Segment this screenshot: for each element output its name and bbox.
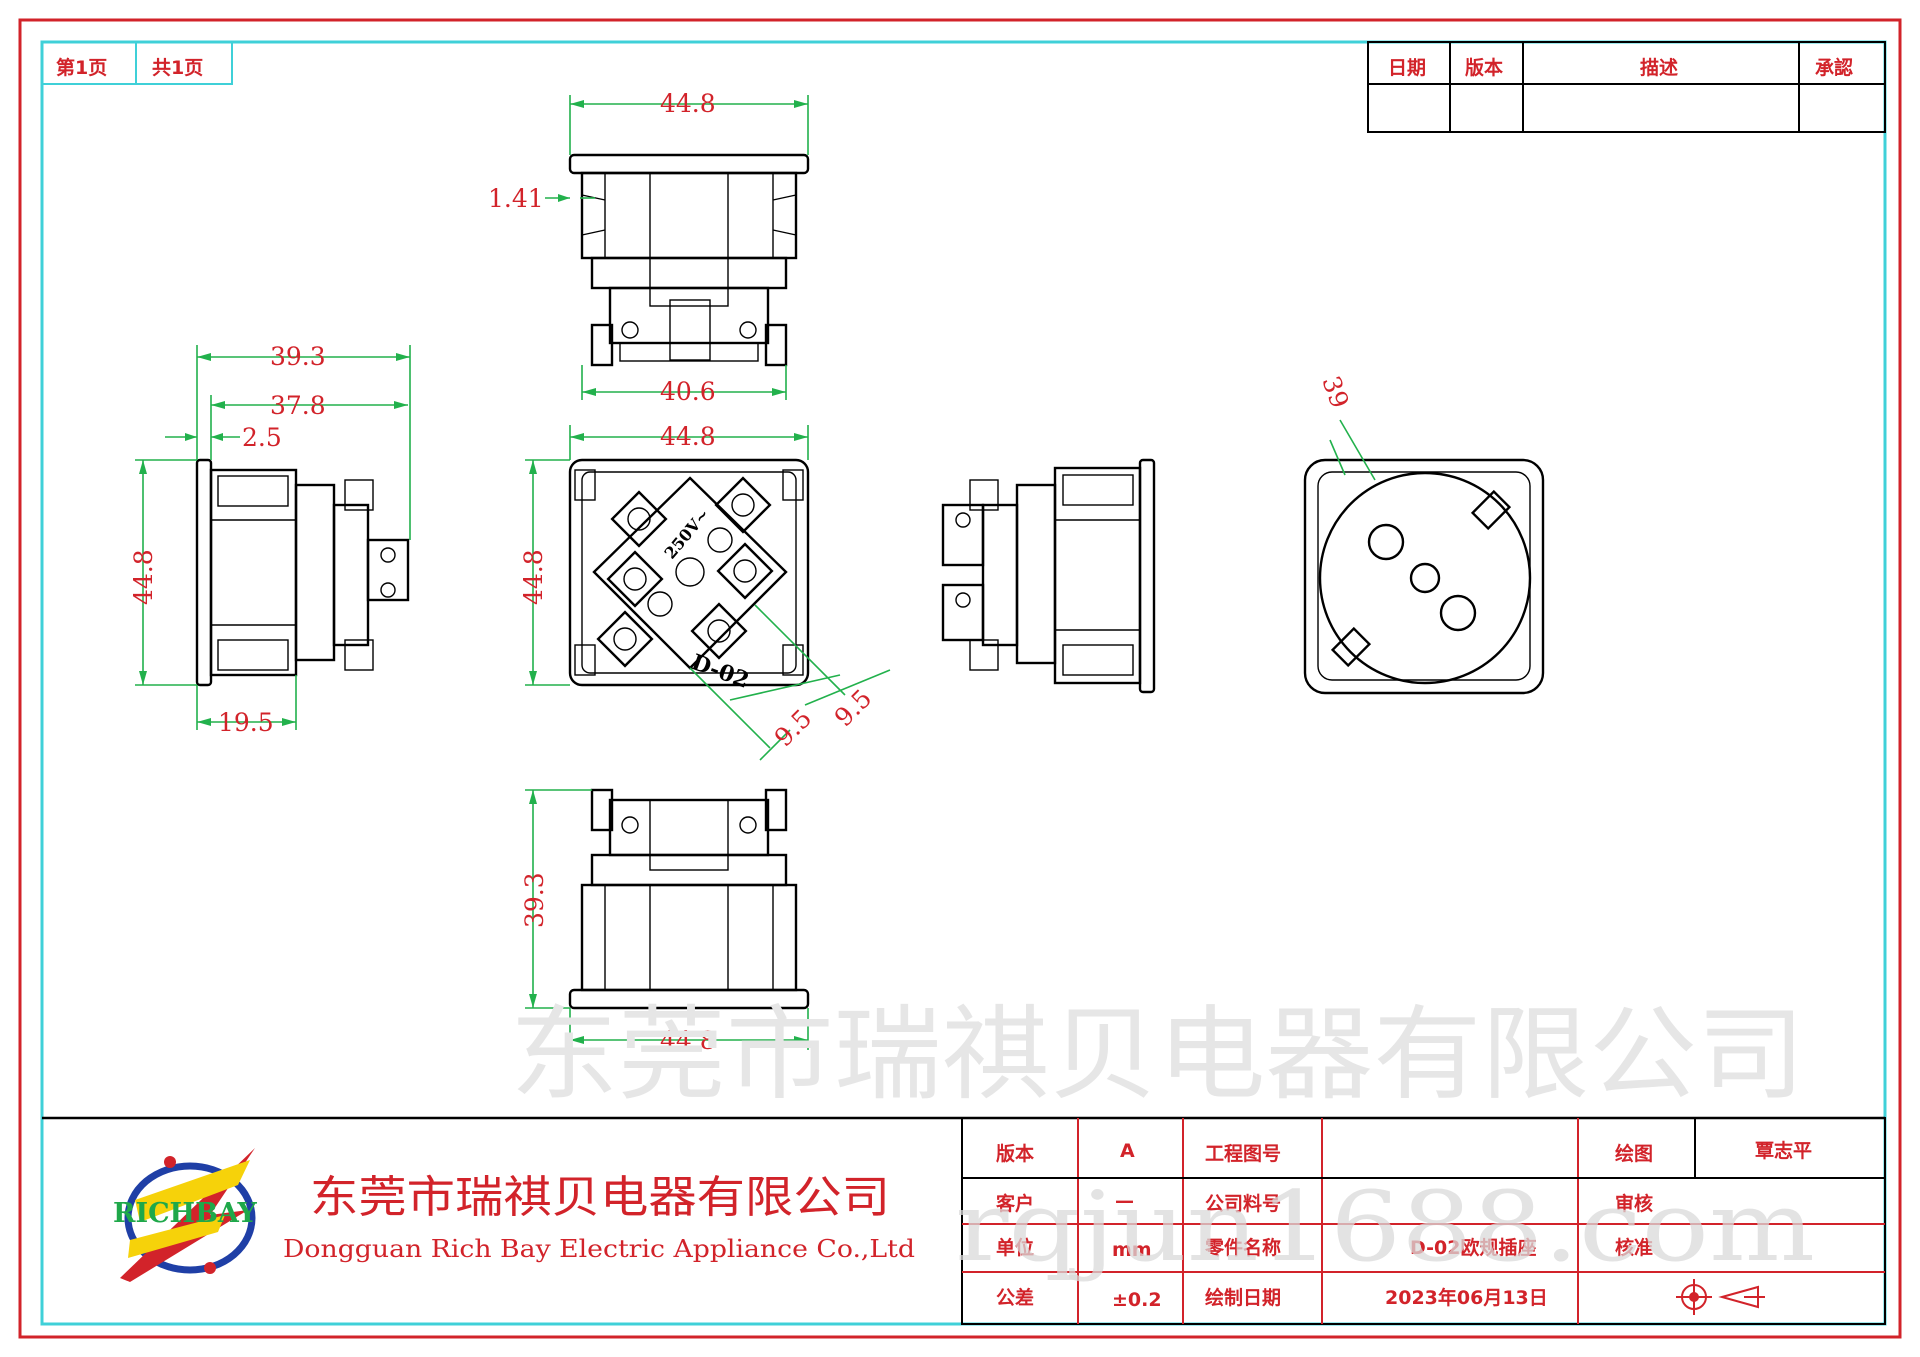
right-side-view [941, 458, 1156, 694]
tb-value-draw-date: 2023年06月13日 [1385, 1286, 1548, 1309]
dim-left-depth-total: 39.3 [270, 342, 326, 371]
tb-label-drawn: 绘图 [1615, 1142, 1653, 1165]
dim-left-flange: 2.5 [242, 423, 282, 452]
tb-value-version: A [1120, 1140, 1135, 1162]
tb-label-part-name: 零件名称 [1204, 1236, 1281, 1259]
outer-border [18, 18, 1902, 1339]
dim-back-diameter: 39 [1316, 372, 1354, 412]
rev-header-date: 日期 [1388, 57, 1426, 79]
revision-table: 日期 版本 描述 承認 [1367, 41, 1886, 133]
dim-top-width: 44.8 [660, 89, 716, 118]
part-rating-front: 250V~ [661, 505, 714, 563]
left-side-view: 39.3 37.8 2.5 44.8 19.5 [129, 342, 411, 737]
richbay-logo: RICHBAY [113, 1148, 257, 1282]
rev-header-version: 版本 [1465, 56, 1503, 79]
dim-left-depth-body: 37.8 [270, 391, 326, 420]
company-name-en: Dongguan Rich Bay Electric Appliance Co.… [283, 1235, 915, 1263]
tb-label-customer: 客户 [996, 1192, 1034, 1215]
tb-value-drawn: 覃志平 [1755, 1139, 1812, 1162]
dim-bottom-width: 44.8 [660, 1026, 716, 1055]
dim-top-flange: 1.41 [488, 184, 544, 213]
dim-left-height: 44.8 [129, 549, 158, 605]
tb-label-drawing-no: 工程图号 [1205, 1143, 1281, 1165]
tb-label-part-no: 公司料号 [1205, 1192, 1281, 1215]
dim-left-bottom: 19.5 [218, 708, 274, 737]
company-name-cn: 东莞市瑞祺贝电器有限公司 [310, 1172, 890, 1223]
page-label-box: 第1页 共1页 [41, 41, 233, 85]
rev-header-description: 描述 [1640, 56, 1678, 79]
dim-bottom-depth: 39.3 [520, 872, 549, 928]
tb-value-tolerance: ±0.2 [1112, 1289, 1162, 1311]
projection-symbol-icon [1676, 1279, 1765, 1315]
tb-value-unit: mm [1112, 1239, 1152, 1261]
rev-header-approval: 承認 [1815, 56, 1853, 79]
drawing-frame [40, 40, 1887, 1326]
dim-top-body-width: 40.6 [660, 377, 716, 406]
page-total: 共1页 [152, 57, 203, 79]
page-number: 第1页 [56, 56, 107, 79]
watermark-website: rqjun1688.com [955, 1171, 1815, 1283]
dim-front-diag-2: 9.5 [829, 684, 878, 733]
tb-label-tolerance: 公差 [996, 1286, 1034, 1309]
tb-label-version: 版本 [996, 1142, 1034, 1165]
tb-value-part-name: D-02欧规插座 [1410, 1236, 1536, 1259]
tb-label-unit: 单位 [996, 1236, 1034, 1259]
tb-label-reviewed: 审核 [1615, 1192, 1653, 1215]
top-view: 44.8 1.41 40.6 [488, 89, 810, 406]
tb-label-draw-date: 绘制日期 [1205, 1286, 1281, 1309]
watermark-company: 东莞市瑞祺贝电器有限公司 [510, 996, 1805, 1115]
logo-text: RICHBAY [113, 1198, 257, 1229]
bottom-view: 39.3 44.8 [520, 788, 810, 1055]
tb-label-approved: 核准 [1615, 1236, 1653, 1259]
dim-front-height: 44.8 [519, 549, 548, 605]
front-view: D-02 250V~ 44.8 44.8 9.5 9.5 [519, 422, 891, 761]
dim-front-width: 44.8 [660, 422, 716, 451]
back-view: 39 [1303, 372, 1545, 695]
title-block: RICHBAY 东莞市瑞祺贝电器有限公司 Dongguan Rich Bay E… [42, 1116, 1886, 1325]
tb-value-customer: — [1115, 1190, 1134, 1212]
